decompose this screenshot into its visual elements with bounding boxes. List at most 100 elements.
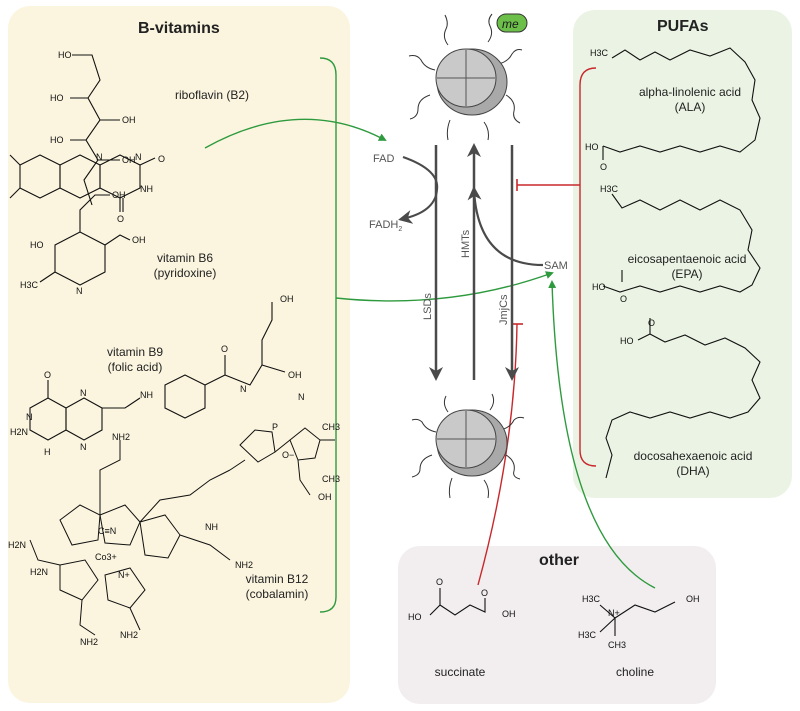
svg-text:NH2: NH2 [235,560,253,570]
svg-text:H2N: H2N [10,427,28,437]
vitamin-b12-atoms: NH2 H2N H2N Co3+ C≡N N+ NH2 NH2 NH2 NH P… [8,392,340,647]
svg-text:N: N [76,286,83,296]
dha-label: docosahexaenoic acid (DHA) [618,449,768,479]
choline-label: choline [615,665,655,679]
choline-structure [599,601,676,636]
choline-to-sam-arrow [548,280,656,589]
vitamin-b6-common: (pyridoxine) [153,266,217,280]
vitamin-b9-atoms: O N N NH O N OH OH H2N N H [10,294,302,457]
svg-text:HO: HO [30,240,44,250]
svg-text:N: N [26,412,33,422]
svg-text:HO: HO [592,282,606,292]
ala-abbrev: (ALA) [674,100,706,114]
svg-text:H2N: H2N [8,540,26,550]
svg-text:OH: OH [288,370,302,380]
vitamin-b9-structure [29,302,286,441]
svg-text:C≡N: C≡N [98,526,116,536]
succinate-inhibit-line [477,323,518,586]
vitamin-b12-structure [29,427,335,636]
svg-text:OH: OH [122,115,136,125]
svg-text:N: N [96,152,103,162]
svg-text:CH3: CH3 [322,474,340,484]
epa-abbrev: (EPA) [671,267,703,281]
svg-text:NH2: NH2 [120,630,138,640]
epa-atoms: H3C HO O [592,184,627,304]
nucleosome-methylated [408,13,523,141]
vitamin-b6-name: vitamin B6 [156,251,214,265]
vitamin-b9-label: vitamin B9 (folic acid) [90,345,180,375]
svg-text:HO: HO [585,142,599,152]
vitamin-b6-structure [39,194,131,286]
svg-text:N+: N+ [118,570,130,580]
svg-text:P: P [272,422,278,432]
svg-text:HO: HO [58,50,72,60]
b-vitamins-bracket [319,57,337,613]
fad-label: FAD [373,153,394,165]
svg-text:CH3: CH3 [608,640,626,650]
svg-text:N: N [80,388,87,398]
other-title: other [539,552,579,569]
svg-text:OH: OH [112,190,126,200]
vitamin-b6-label: vitamin B6 (pyridoxine) [140,251,230,281]
svg-text:O: O [436,577,443,587]
svg-text:H2N: H2N [30,567,48,577]
dha-name: docosahexaenoic acid [633,449,753,463]
ala-label: alpha-linolenic acid (ALA) [620,85,760,115]
vitamin-b6-atoms: OH OH HO N H3C [20,190,146,296]
svg-text:OH: OH [280,294,294,304]
svg-text:N+: N+ [608,608,620,618]
hmts-label: HMTs [460,229,472,258]
vitamin-b9-common: (folic acid) [107,360,163,374]
svg-text:O: O [117,214,124,224]
epa-name: eicosapentaenoic acid [627,252,747,266]
svg-text:OH: OH [686,594,700,604]
svg-text:HO: HO [50,135,64,145]
succinate-atoms: HO O OH O [408,577,516,622]
svg-text:H3C: H3C [590,48,609,58]
svg-text:O: O [648,318,655,328]
svg-text:OH: OH [122,155,136,165]
svg-text:OH: OH [318,492,332,502]
lsds-label: LSDs [422,293,434,320]
methyl-badge-label: me [502,17,519,31]
svg-text:NH2: NH2 [112,432,130,442]
svg-text:O: O [600,162,607,172]
riboflavin-atoms: HO OH HO OH HO N N O NH O [50,50,165,224]
svg-text:H: H [44,447,51,457]
methyl-badge [496,13,528,33]
svg-text:O: O [620,294,627,304]
b-vitamins-panel [8,6,350,703]
svg-text:H3C: H3C [582,594,601,604]
ala-structure [602,47,761,160]
svg-text:O: O [221,344,228,354]
epa-structure [602,193,761,293]
riboflavin-structure [9,54,156,212]
vitamin-b12-common: (cobalamin) [245,587,309,601]
svg-text:N: N [240,384,247,394]
choline-atoms: N+ OH H3C H3C CH3 [578,594,700,650]
svg-text:HO: HO [620,336,634,346]
fadh2-main: FADH [369,219,398,231]
riboflavin-to-fad-arrow [204,118,387,149]
svg-text:NH: NH [140,184,153,194]
bvitamins-to-sam-arrow [335,271,554,302]
svg-text:H3C: H3C [600,184,619,194]
succinate-structure [429,588,486,616]
pufas-bracket [579,67,597,467]
sam-label: SAM [544,260,568,272]
jmjcs-label: JmjCs [498,294,510,325]
b-vitamins-title: B-vitamins [138,20,220,37]
svg-text:N: N [298,392,305,402]
dha-abbrev: (DHA) [676,464,710,478]
svg-text:H3C: H3C [20,280,39,290]
ala-name: alpha-linolenic acid [638,85,742,99]
fadh2-label: FADH2 [369,219,402,233]
other-panel [398,546,716,704]
svg-text:N: N [135,152,142,162]
svg-text:O−: O− [282,450,294,460]
svg-text:OH: OH [502,609,516,619]
svg-text:NH: NH [205,522,218,532]
ala-atoms: H3C HO O [585,48,609,172]
svg-text:H3C: H3C [578,630,597,640]
